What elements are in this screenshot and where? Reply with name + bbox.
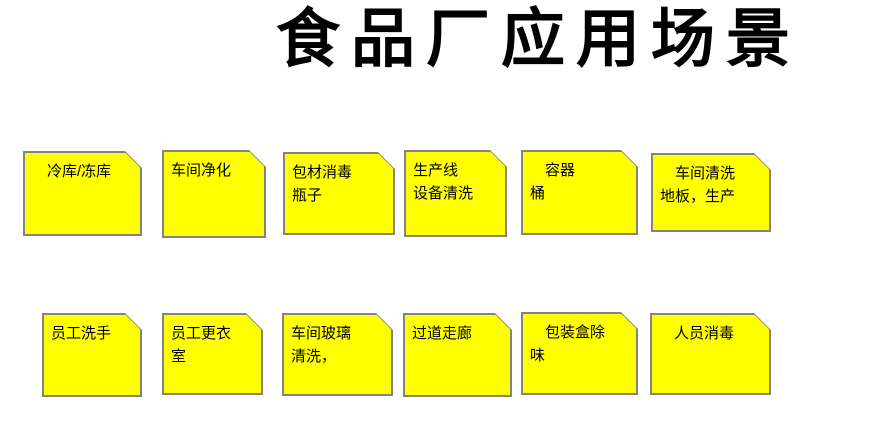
note-workshop-purification: 车间净化 bbox=[162, 150, 266, 238]
note-packaging-material-disinfection: 包材消毒 瓶子 bbox=[283, 152, 395, 235]
note-fill bbox=[653, 155, 770, 231]
note-cold-storage: 冷库/冻库 bbox=[23, 151, 142, 236]
folded-corner-shape bbox=[283, 152, 395, 235]
note-label: 人员消毒 bbox=[659, 325, 735, 342]
note-fill bbox=[164, 152, 265, 237]
folded-corner-shape bbox=[651, 153, 771, 232]
note-fill bbox=[285, 154, 394, 234]
folded-corner-shape bbox=[23, 151, 142, 236]
note-employee-changing-room: 员工更衣 室 bbox=[162, 313, 263, 395]
note-label: 过道走廊 bbox=[412, 325, 473, 342]
note-personnel-disinfection: 人员消毒 bbox=[650, 313, 771, 395]
folded-corner-shape bbox=[650, 313, 771, 395]
note-workshop-glass-cleaning: 车间玻璃 清洗， bbox=[282, 313, 393, 396]
note-label: 员工洗手 bbox=[51, 325, 112, 342]
note-employee-handwashing: 员工洗手 bbox=[42, 313, 142, 397]
note-container-bucket: 容器 桶 bbox=[521, 150, 638, 235]
note-fill bbox=[406, 152, 506, 236]
note-production-line-equipment-cleaning: 生产线 设备清洗 bbox=[404, 150, 507, 237]
note-fill bbox=[652, 315, 770, 394]
note-label: 车间净化 bbox=[171, 162, 232, 179]
folded-corner-shape bbox=[521, 312, 638, 395]
folded-corner-shape bbox=[521, 150, 638, 235]
folded-corner-shape bbox=[282, 313, 393, 396]
note-packaging-box-deodorization: 包装盒除 味 bbox=[521, 312, 638, 395]
note-fill bbox=[25, 153, 141, 235]
folded-corner-shape bbox=[42, 313, 142, 397]
note-label: 包装盒除 味 bbox=[530, 324, 606, 364]
page-title: 食品厂应用场景 bbox=[276, 2, 801, 77]
note-label: 员工更衣 室 bbox=[171, 325, 232, 365]
note-label: 包材消毒 瓶子 bbox=[292, 164, 353, 204]
note-label: 容器 桶 bbox=[530, 162, 576, 202]
folded-corner-shape bbox=[404, 150, 507, 237]
folded-corner-shape bbox=[162, 313, 263, 395]
note-corridor-walkway: 过道走廊 bbox=[403, 313, 512, 397]
note-fill bbox=[405, 315, 511, 396]
folded-corner-shape bbox=[162, 150, 266, 238]
note-label: 车间玻璃 清洗， bbox=[291, 325, 352, 365]
note-fill bbox=[44, 315, 141, 396]
note-fill bbox=[284, 315, 392, 395]
note-label: 车间清洗 地板，生产 bbox=[660, 165, 736, 205]
note-workshop-floor-cleaning: 车间清洗 地板，生产 bbox=[651, 153, 771, 232]
folded-corner-shape bbox=[403, 313, 512, 397]
note-fill bbox=[164, 315, 262, 394]
note-label: 冷库/冻库 bbox=[32, 163, 112, 180]
note-label: 生产线 设备清洗 bbox=[413, 162, 474, 202]
note-fill bbox=[523, 314, 637, 394]
note-fill bbox=[523, 152, 637, 234]
